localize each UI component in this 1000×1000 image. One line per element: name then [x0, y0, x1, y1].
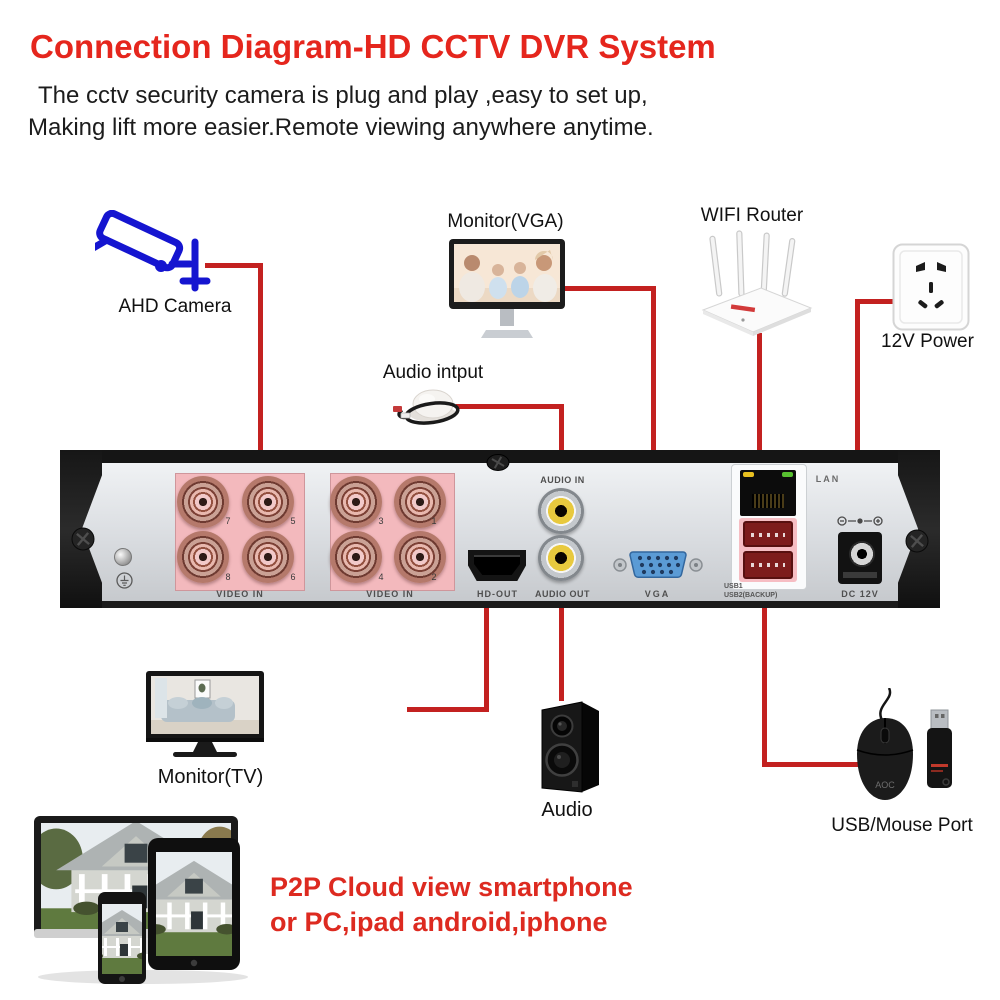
audio-out-rca-jack — [538, 535, 584, 581]
lan-port — [740, 470, 796, 516]
power-outlet-icon — [892, 243, 970, 331]
bnc-connector-1 — [394, 476, 446, 528]
cable-router-vertical — [757, 333, 762, 505]
power-label: 12V Power — [881, 331, 974, 352]
bnc-connector-2 — [394, 531, 446, 583]
p2p-line-1: P2P Cloud view smartphone — [270, 872, 633, 902]
video-in-right-label: VIDEO IN — [366, 589, 414, 599]
dc-jack-detail — [843, 572, 877, 578]
ground-symbol-icon — [116, 572, 133, 589]
bnc-connector-7 — [177, 476, 229, 528]
audio-input-label: Audio intput — [382, 362, 484, 383]
bnc-number: 3 — [378, 516, 384, 526]
cable-power-horizontal — [855, 299, 899, 304]
bnc-connector-4 — [330, 531, 382, 583]
screw-icon — [71, 527, 95, 551]
speaker-label: Audio — [541, 799, 593, 821]
bnc-number: 1 — [431, 516, 437, 526]
cable-tv-horizontal — [407, 707, 489, 712]
p2p-cloud-text: P2P Cloud view smartphone or PC,ipad and… — [270, 870, 633, 940]
monitor-tv-icon — [146, 671, 264, 757]
subtitle-line-2: Making lift more easier.Remote viewing a… — [28, 114, 654, 141]
bnc-connector-6 — [242, 531, 294, 583]
subtitle-line-1: The cctv security camera is plug and pla… — [38, 82, 648, 109]
video-in-left-label: VIDEO IN — [216, 589, 264, 599]
monitor-tv-label: Monitor(TV) — [157, 766, 264, 788]
audio-input-mic-icon — [393, 389, 460, 425]
wifi-router-icon — [701, 230, 813, 336]
dc-polarity-icon — [837, 516, 883, 526]
bnc-number: 8 — [225, 572, 231, 582]
usb-mouse-icon: AOC — [856, 688, 952, 800]
cable-hdout-vertical — [484, 584, 489, 712]
cable-camera-vertical — [258, 263, 263, 486]
vga-port — [613, 551, 703, 579]
vga-label: VGA — [644, 589, 671, 599]
dvr-back-panel: 7 5 8 6 VIDEO IN 3 1 4 2 VIDEO IN HD-OUT… — [60, 450, 940, 608]
mouse-brand-text: AOC — [875, 780, 895, 790]
bnc-number: 2 — [431, 572, 437, 582]
bnc-number: 5 — [290, 516, 296, 526]
cable-usb-vertical — [762, 597, 767, 767]
cctv-camera-icon — [95, 210, 211, 292]
dc-power-jack-hole — [849, 541, 875, 567]
audio-in-rca-jack — [538, 488, 584, 534]
usb-mouse-label: USB/Mouse Port — [831, 815, 973, 836]
monitor-vga-icon — [449, 239, 565, 338]
usb-contacts — [751, 533, 785, 537]
audio-out-label: AUDIO OUT — [535, 589, 590, 599]
page-title: Connection Diagram-HD CCTV DVR System — [30, 28, 716, 65]
bnc-connector-3 — [330, 476, 382, 528]
screw-icon — [905, 529, 929, 553]
cable-vga-monitor-vertical — [651, 286, 656, 550]
audio-in-label: AUDIO IN — [540, 475, 585, 485]
hdmi-port-inner — [474, 555, 520, 575]
p2p-devices-icon — [34, 816, 248, 984]
usb2-label: USB2(BACKUP) — [724, 592, 778, 599]
wifi-router-label: WIFI Router — [700, 205, 804, 226]
dc-12v-label: DC 12V — [841, 589, 879, 599]
speaker-icon — [541, 701, 599, 793]
usb1-label: USB1 — [724, 583, 743, 590]
cable-vga-monitor-horizontal — [563, 286, 656, 291]
monitor-vga-label: Monitor(VGA) — [447, 211, 564, 232]
dvr-bottom-edge — [60, 601, 940, 608]
panel-stud — [114, 548, 132, 566]
cable-speaker-vertical — [559, 566, 564, 701]
cable-camera-horizontal — [205, 263, 263, 268]
usb-port-1 — [743, 521, 793, 547]
lan-led-green — [782, 472, 793, 477]
mouse-cable — [879, 688, 892, 723]
lan-label: LAN — [815, 474, 841, 484]
hd-out-label: HD-OUT — [477, 589, 518, 599]
lan-port-pins — [752, 494, 784, 508]
bnc-connector-5 — [242, 476, 294, 528]
bnc-number: 6 — [290, 572, 296, 582]
camera-label: AHD Camera — [118, 296, 232, 317]
cable-power-vertical — [855, 299, 860, 556]
p2p-line-2: or PC,ipad android,iphone — [270, 907, 608, 937]
bnc-number: 7 — [225, 516, 231, 526]
lan-led-yellow — [743, 472, 754, 477]
cable-mouse-horizontal — [762, 762, 860, 767]
cable-audio-input-horizontal — [456, 404, 564, 409]
bnc-number: 4 — [378, 572, 384, 582]
screw-icon — [486, 454, 510, 471]
usb-contacts — [751, 563, 785, 567]
usb-port-2 — [743, 551, 793, 579]
bnc-connector-8 — [177, 531, 229, 583]
